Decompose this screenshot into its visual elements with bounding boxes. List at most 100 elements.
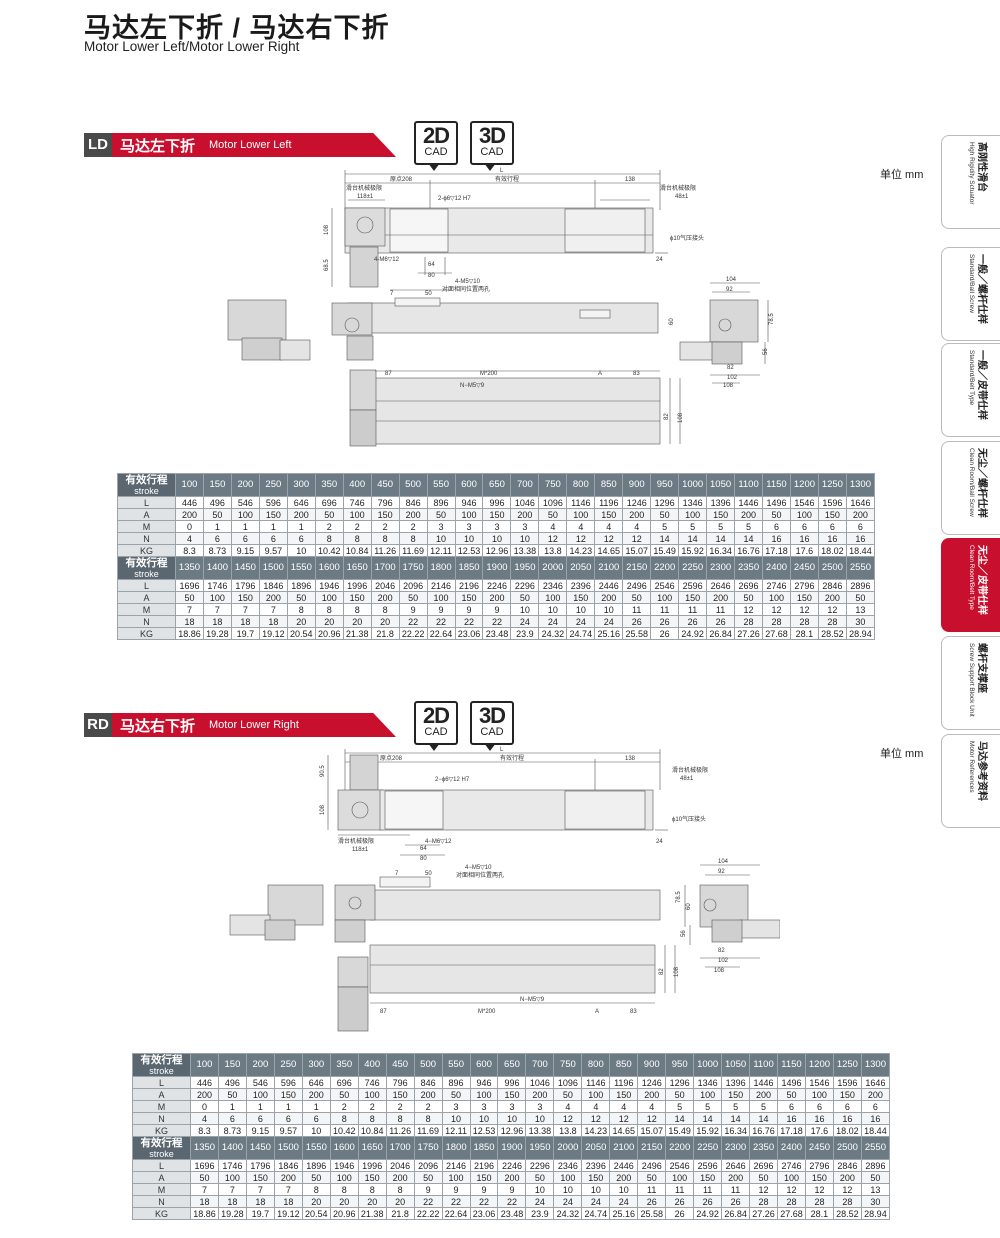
dim-78-5: 78.5 — [676, 891, 682, 903]
stroke-value: 2550 — [860, 1136, 891, 1160]
dim-138: 138 — [625, 756, 636, 762]
table-cell: 3 — [454, 520, 484, 533]
table-cell: 10 — [553, 1183, 583, 1196]
table-cell: 2096 — [413, 1159, 443, 1172]
table-cell: 18.86 — [175, 627, 204, 640]
table-cell: 2896 — [845, 579, 876, 592]
table-cell: 5 — [665, 1100, 695, 1113]
cad-2d-button[interactable]: 2D CAD — [414, 121, 458, 171]
table-cell: 9 — [398, 603, 428, 616]
table-cell: 23.48 — [497, 1207, 527, 1220]
table-cell: 4 — [581, 1100, 611, 1113]
dim-108-b: 108 — [714, 968, 725, 974]
table-cell: 200 — [413, 1088, 443, 1101]
table-cell: 1796 — [245, 1159, 275, 1172]
table-cell: 26 — [650, 627, 680, 640]
stroke-value: 2200 — [665, 1136, 695, 1160]
table-cell: 2896 — [860, 1159, 891, 1172]
stroke-value: 1750 — [413, 1136, 443, 1160]
table-cell: 150 — [497, 1088, 527, 1101]
table-cell: 4 — [175, 532, 204, 545]
table-cell: 17.18 — [777, 1124, 806, 1137]
stroke-value: 250 — [273, 1053, 303, 1077]
table-cell: 50 — [398, 591, 428, 604]
table-cell: 50 — [845, 591, 876, 604]
table-cell: 2 — [329, 1100, 359, 1113]
same-position-holes: 对面相同位置两孔 — [456, 871, 504, 879]
table-cell: 150 — [678, 591, 708, 604]
table-cell: 1296 — [650, 496, 680, 509]
table-cell: 1446 — [749, 1076, 779, 1089]
table-cell: 100 — [581, 1088, 611, 1101]
table-cell: 7 — [175, 603, 204, 616]
dim-hole: 2−ϕ6▽12 H7 — [435, 777, 470, 783]
table-cell: 14.23 — [581, 1124, 611, 1137]
table-cell: 5 — [734, 520, 764, 533]
table-cell: 12 — [777, 1183, 806, 1196]
table-cell: 12 — [832, 1183, 862, 1196]
table-cell: 12 — [566, 532, 596, 545]
dim-108-b: 108 — [723, 383, 734, 389]
table-cell: 15.49 — [665, 1124, 695, 1137]
table-cell: 11 — [721, 1183, 751, 1196]
table-cell: 22 — [413, 1195, 443, 1208]
table-cell: 100 — [538, 591, 568, 604]
table-cell: 496 — [217, 1076, 247, 1089]
stroke-value: 1650 — [357, 1136, 387, 1160]
dim-l: L — [500, 747, 504, 753]
table-cell: 6 — [845, 520, 876, 533]
table-cell: 2046 — [385, 1159, 415, 1172]
table-cell: 6 — [286, 532, 316, 545]
table-cell: 25.58 — [622, 627, 652, 640]
table-cell: 15.92 — [693, 1124, 723, 1137]
table-cell: 150 — [581, 1171, 611, 1184]
table-cell: 496 — [202, 496, 232, 509]
table-cell: 6 — [762, 520, 791, 533]
table-cell: 200 — [190, 1088, 219, 1101]
table-cell: 11 — [665, 1183, 695, 1196]
row-label: KG — [132, 1207, 191, 1220]
table-cell: 150 — [385, 1088, 415, 1101]
table-cell: 100 — [566, 508, 596, 521]
table-cell: 2796 — [789, 579, 819, 592]
cad-3d-button[interactable]: 3D CAD — [470, 701, 514, 751]
table-cell: 25.16 — [594, 627, 624, 640]
cad-2d-button[interactable]: 2D CAD — [414, 701, 458, 751]
cad-3d-button[interactable]: 3D CAD — [470, 121, 514, 171]
stroke-value: 350 — [314, 473, 344, 497]
table-cell: 22 — [454, 615, 484, 628]
table-cell: 20 — [342, 615, 372, 628]
table-cell: 100 — [426, 591, 456, 604]
table-cell: 17.18 — [762, 544, 791, 557]
table-cell: 23.06 — [454, 627, 484, 640]
table-cell: 12 — [637, 1112, 667, 1125]
table-cell: 50 — [175, 591, 204, 604]
table-cell: 1196 — [594, 496, 624, 509]
dim-56: 56 — [763, 348, 769, 355]
table-cell: 12.11 — [441, 1124, 471, 1137]
table-cell: 24.92 — [693, 1207, 723, 1220]
table-cell: 28 — [789, 615, 819, 628]
dim-83: 83 — [633, 371, 640, 377]
table-cell: 200 — [706, 591, 736, 604]
table-cell: 10 — [609, 1183, 639, 1196]
dim-n-m5: N−M5▽9 — [520, 997, 545, 1003]
table-cell: 150 — [370, 508, 400, 521]
stroke-value: 2450 — [789, 556, 819, 580]
stroke-value: 1550 — [301, 1136, 331, 1160]
table-cell: 16.34 — [721, 1124, 751, 1137]
table-cell: 200 — [497, 1171, 527, 1184]
page-subtitle: Motor Lower Left/Motor Lower Right — [84, 39, 300, 54]
stroke-value: 2000 — [538, 556, 568, 580]
